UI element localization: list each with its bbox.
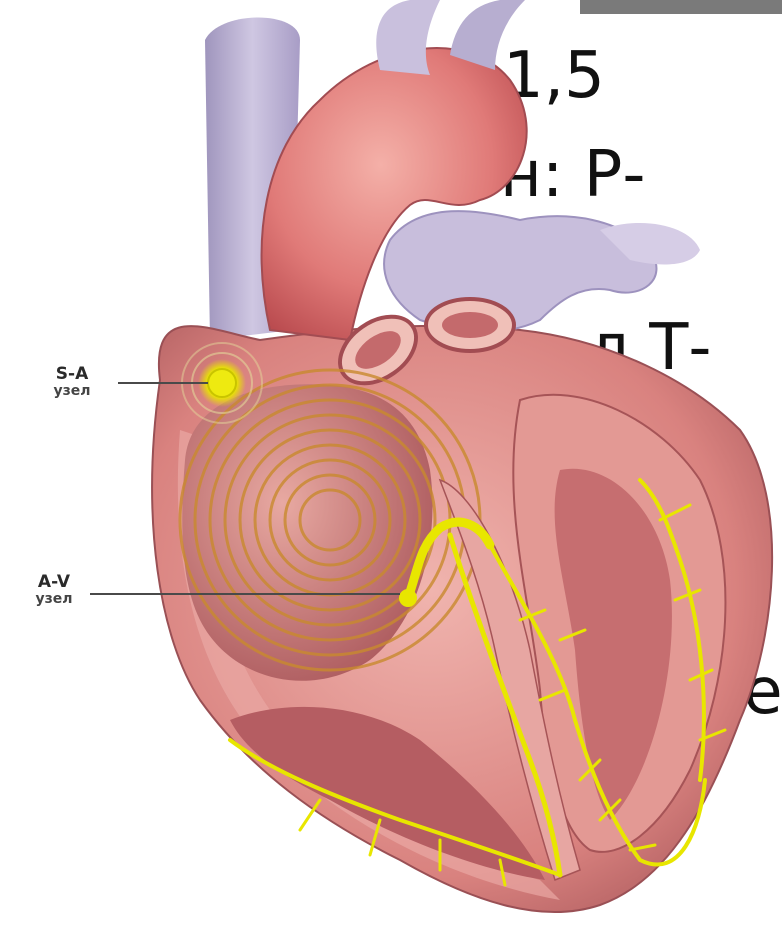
av-node-title: A-V	[18, 574, 90, 592]
sa-node-label: S-A узел	[36, 366, 108, 399]
corner-shade	[580, 0, 782, 14]
av-node-label: A-V узел	[18, 574, 90, 607]
av-node-subtitle: узел	[18, 592, 90, 607]
sa-node-title: S-A	[36, 366, 108, 384]
sa-node-subtitle: узел	[36, 384, 108, 399]
